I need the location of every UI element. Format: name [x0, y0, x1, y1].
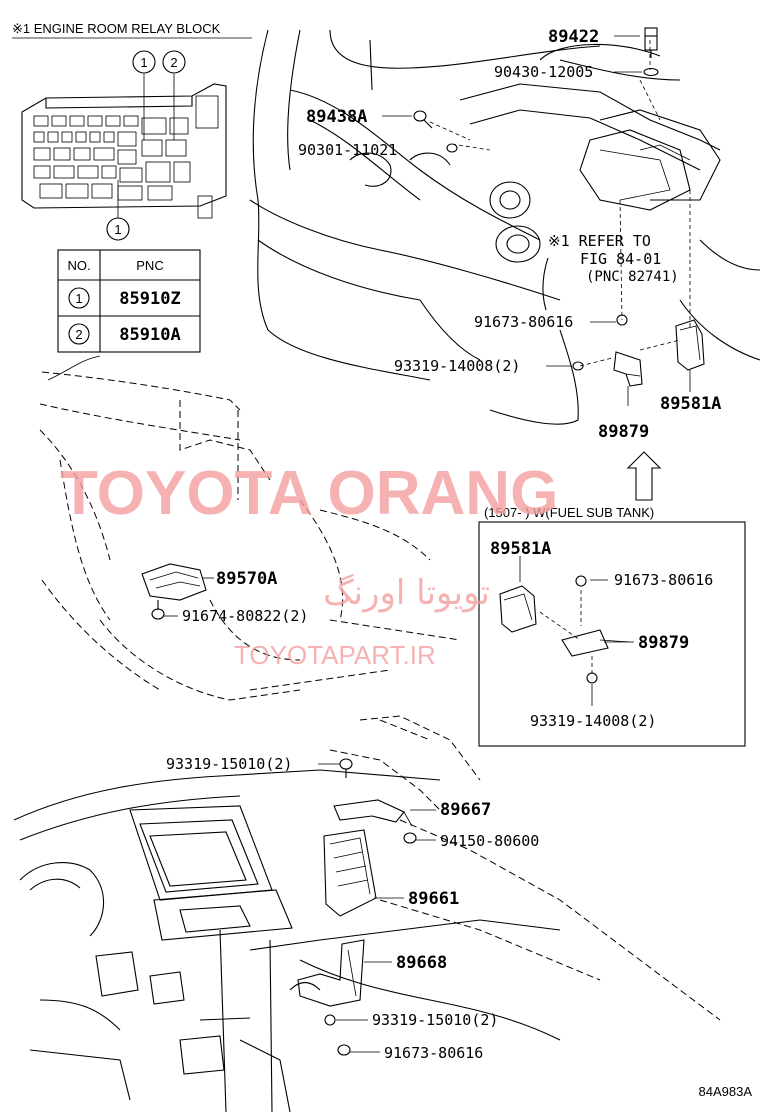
- arrow-up-icon: [626, 451, 662, 501]
- inset-fuel-sub-tank: (1507- ) W(FUEL SUB TANK): [478, 505, 746, 747]
- bolt-icon: [324, 1014, 336, 1026]
- inset-part-91673-80616: 91673-80616: [614, 571, 713, 589]
- leader-lines: [164, 35, 691, 1053]
- table-row: 2 85910A: [68, 323, 181, 345]
- ecu-89661-drawing: [323, 829, 377, 917]
- part-93319-15010-bottom: 93319-15010(2): [372, 1011, 498, 1029]
- bolt-icon: [151, 600, 165, 620]
- engine-bay-drawing: [249, 29, 760, 425]
- part-90301-11021: 90301-11021: [298, 141, 397, 159]
- table-header-no: NO.: [67, 258, 90, 273]
- dashboard-drawing: [13, 715, 721, 1112]
- part-89667: 89667: [440, 800, 491, 820]
- part-93319-14008: 93319-14008(2): [394, 357, 520, 375]
- relay-block-section: ※1 ENGINE ROOM RELAY BLOCK: [12, 21, 252, 241]
- table-header-pnc: PNC: [136, 258, 163, 273]
- svg-text:1: 1: [114, 222, 121, 237]
- part-89422: 89422: [548, 27, 599, 47]
- callout-2-top: 2: [162, 50, 186, 74]
- watermark-main: TOYOTA ORANG: [60, 459, 558, 528]
- inset-part-93319-14008: 93319-14008(2): [530, 712, 656, 730]
- washer-icon: [643, 67, 659, 77]
- part-89438A: 89438A: [306, 107, 367, 127]
- refer-note-line1: ※1 REFER TO: [548, 232, 651, 250]
- table-row: 1 85910Z: [68, 287, 181, 309]
- nut-icon: [403, 832, 417, 844]
- part-94150-80600: 94150-80600: [440, 832, 539, 850]
- part-91673-80616: 91673-80616: [474, 313, 573, 331]
- inset-part-89581A: 89581A: [490, 539, 551, 559]
- part-91673-80616-bottom: 91673-80616: [384, 1044, 483, 1062]
- svg-text:1: 1: [75, 291, 82, 306]
- bracket-89668-drawing: [297, 939, 365, 1007]
- screw-icon: [586, 672, 598, 684]
- svg-text:2: 2: [170, 55, 177, 70]
- refer-note-line3: (PNC 82741): [586, 269, 679, 285]
- bolt-icon: [616, 314, 628, 326]
- inset-part-89879: 89879: [638, 633, 689, 653]
- watermark: TOYOTA ORANG تویوتا اورنگ TOYOTAPART.IR: [60, 459, 558, 670]
- sensor-89581A-drawing: [675, 319, 705, 371]
- part-89570A: 89570A: [216, 569, 277, 589]
- callout-1-bottom: 1: [106, 217, 130, 241]
- svg-text:85910A: 85910A: [119, 325, 180, 345]
- pnc-table: NO. PNC 1 85910Z 2 85910A: [57, 249, 201, 353]
- bolt-icon: [413, 110, 433, 129]
- vehicle-interior-drawing: [39, 355, 461, 741]
- figure-code: 84A983A: [699, 1084, 753, 1099]
- watermark-url: TOYOTAPART.IR: [234, 640, 436, 670]
- refer-note-line2: FIG 84-01: [580, 250, 661, 268]
- clip-icon: [446, 143, 458, 153]
- bolt-icon: [337, 1044, 351, 1056]
- svg-text:1: 1: [140, 55, 147, 70]
- inset-condition: (1507- ) W(FUEL SUB TANK): [484, 505, 654, 520]
- part-90430-12005: 90430-12005: [494, 63, 593, 81]
- relay-block-drawing: [21, 83, 227, 219]
- part-89661: 89661: [408, 889, 459, 909]
- bolt-icon: [575, 575, 587, 587]
- part-89668: 89668: [396, 953, 447, 973]
- part-89879: 89879: [598, 422, 649, 442]
- relay-block-title: ※1 ENGINE ROOM RELAY BLOCK: [12, 21, 221, 36]
- part-93319-15010-top: 93319-15010(2): [166, 755, 292, 773]
- part-labels: 89422 90430-12005 89438A 90301-11021 ※1 …: [166, 27, 721, 1062]
- svg-text:85910Z: 85910Z: [119, 289, 180, 309]
- part-91674-80822: 91674-80822(2): [182, 607, 308, 625]
- screw-icon: [572, 361, 584, 371]
- bracket-89667-drawing: [333, 799, 413, 827]
- callout-1-top: 1: [132, 50, 156, 74]
- sensor-89422-icon: [644, 27, 658, 58]
- bolt-icon: [339, 758, 353, 778]
- watermark-farsi: تویوتا اورنگ: [323, 573, 490, 613]
- part-89581A: 89581A: [660, 394, 721, 414]
- svg-text:2: 2: [75, 327, 82, 342]
- sensor-89570A-drawing: [141, 563, 207, 601]
- bracket-89879-drawing: [613, 351, 643, 387]
